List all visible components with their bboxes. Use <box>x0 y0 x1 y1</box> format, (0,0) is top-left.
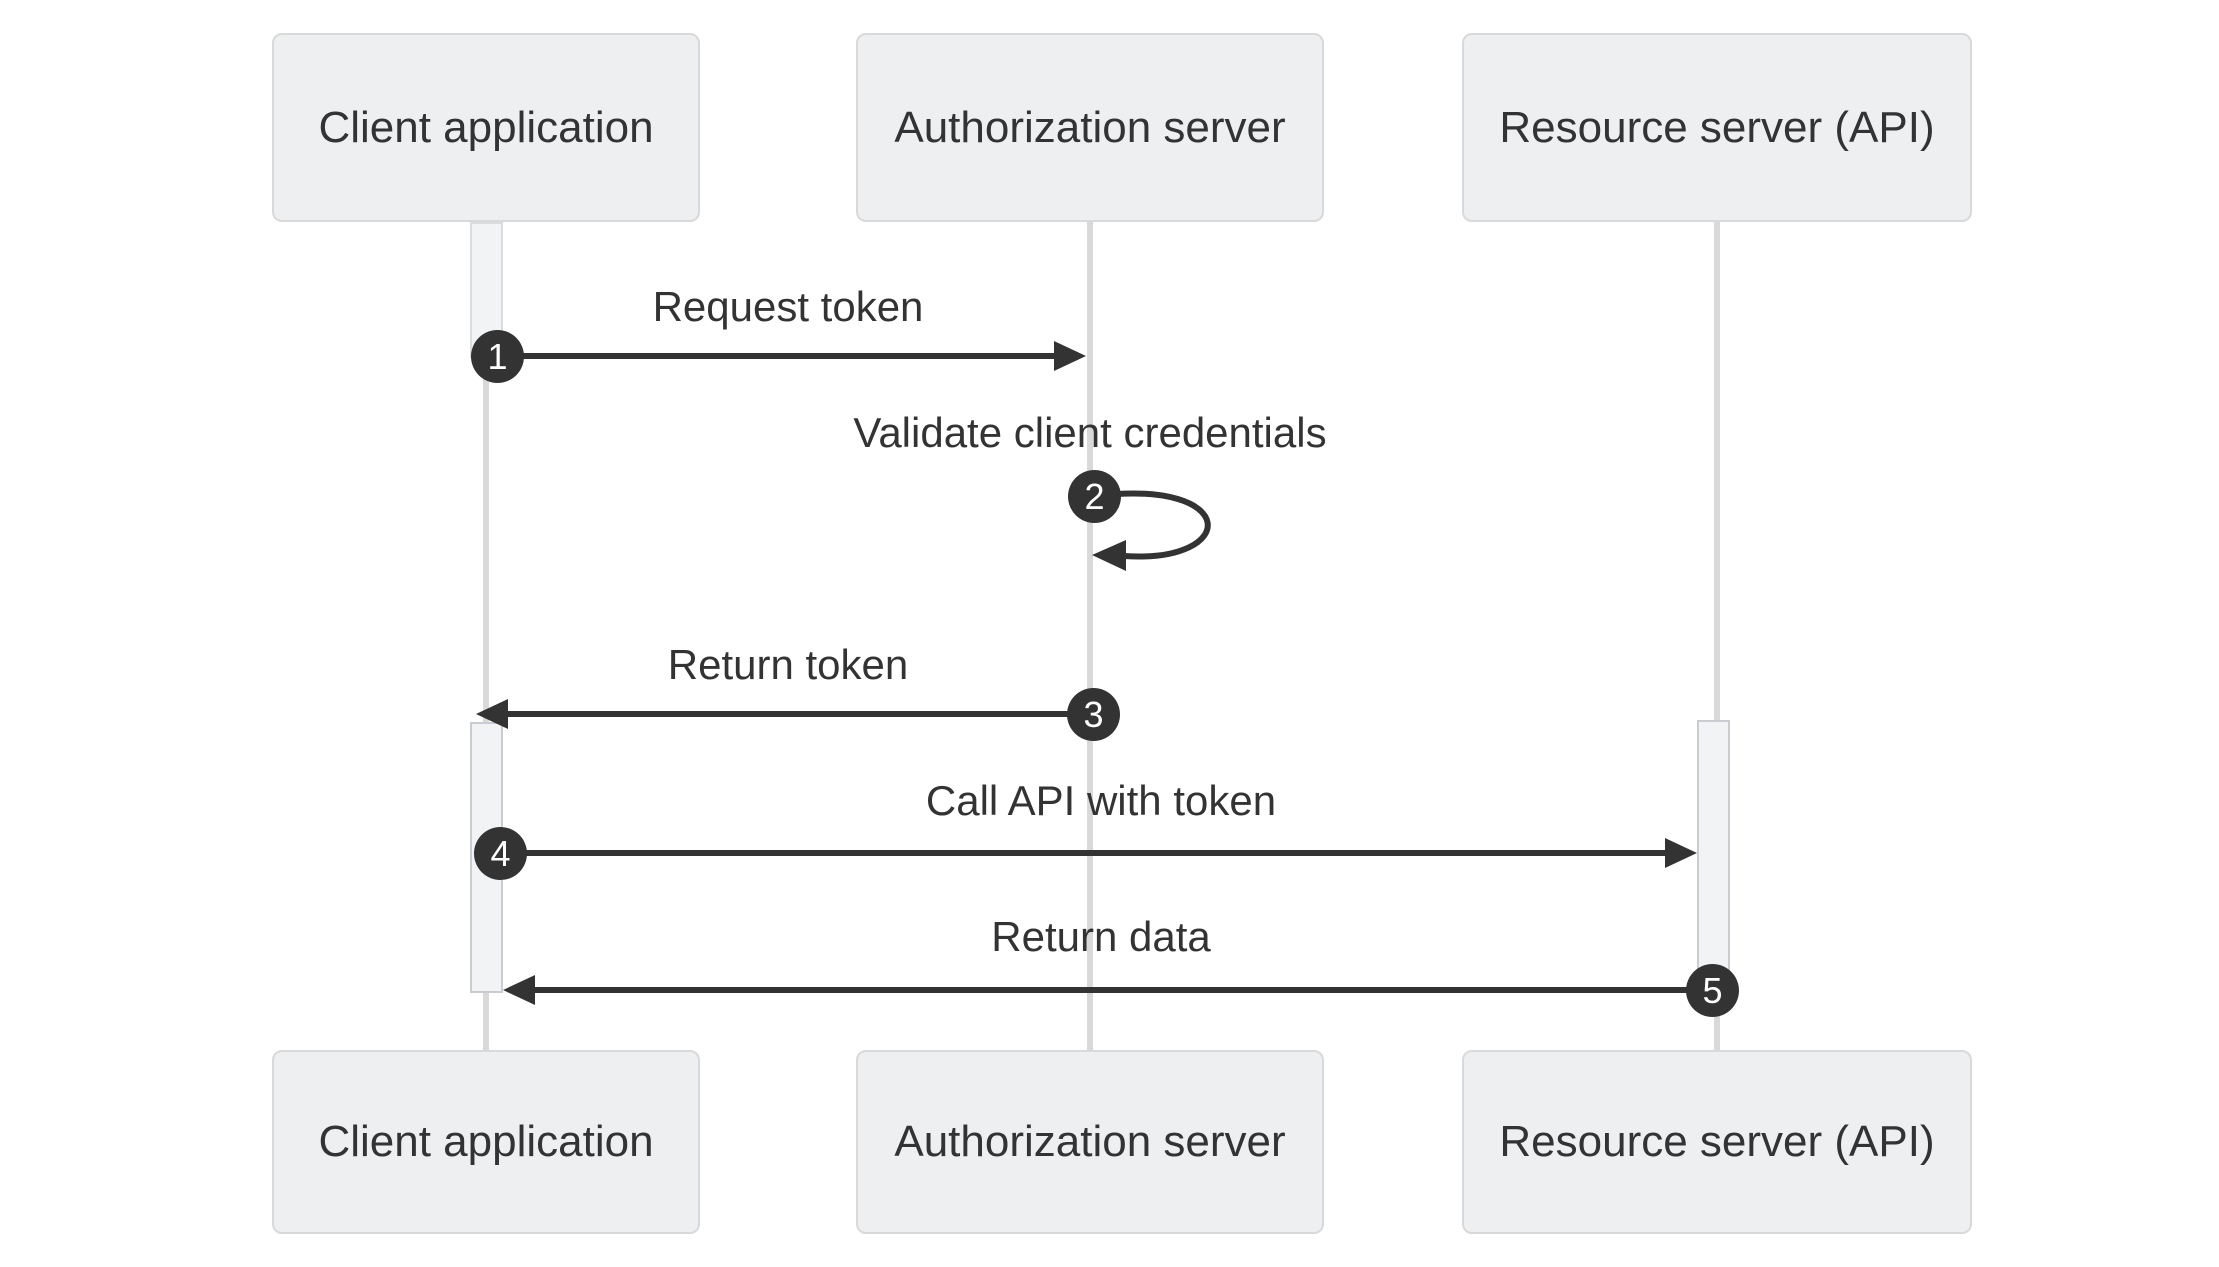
arrowhead-right-icon <box>1054 341 1086 371</box>
message-arrow-return-token <box>508 711 1090 717</box>
lifeline-resource <box>1714 222 1720 1050</box>
actor-box-auth-bottom: Authorization server <box>856 1050 1324 1234</box>
sequence-number: 3 <box>1083 693 1104 735</box>
sequence-number-badge: 3 <box>1067 688 1120 741</box>
actor-label: Resource server (API) <box>1499 102 1935 152</box>
activation-bar-resource <box>1697 720 1730 993</box>
sequence-number-badge: 2 <box>1068 470 1121 523</box>
sequence-number: 4 <box>490 832 511 874</box>
actor-box-client-bottom: Client application <box>272 1050 700 1234</box>
actor-label: Authorization server <box>894 1117 1286 1166</box>
sequence-number-badge: 1 <box>471 330 524 383</box>
actor-box-client-top: Client application <box>272 33 700 222</box>
actor-box-resource-bottom: Resource server (API) <box>1462 1050 1972 1234</box>
sequence-number: 1 <box>487 335 508 377</box>
arrowhead-right-icon <box>1665 838 1697 868</box>
arrowhead-left-icon <box>503 975 535 1005</box>
message-arrow-request-token <box>498 353 1058 359</box>
message-label-return-token: Return token <box>667 641 909 688</box>
sequence-number-badge: 5 <box>1686 964 1739 1017</box>
message-label-call-api: Call API with token <box>925 777 1277 824</box>
actor-label: Authorization server <box>894 102 1286 152</box>
self-loop-arrow <box>1092 490 1211 571</box>
actor-box-auth-top: Authorization server <box>856 33 1324 222</box>
lifeline-auth <box>1087 222 1093 1050</box>
actor-label: Resource server (API) <box>1499 1117 1935 1166</box>
actor-box-resource-top: Resource server (API) <box>1462 33 1972 222</box>
lifeline-client <box>483 222 489 1050</box>
sequence-number-badge: 4 <box>474 827 527 880</box>
message-label-return-data: Return data <box>991 913 1211 960</box>
actor-label: Client application <box>318 102 654 152</box>
message-label-validate-credentials: Validate client credentials <box>853 409 1327 456</box>
message-label-request-token: Request token <box>652 283 924 330</box>
message-arrow-call-api <box>500 850 1668 856</box>
message-arrow-return-data <box>535 987 1712 993</box>
actor-label: Client application <box>318 1117 654 1166</box>
sequence-number: 2 <box>1084 475 1105 517</box>
sequence-number: 5 <box>1702 969 1723 1011</box>
arrowhead-left-icon <box>476 699 508 729</box>
